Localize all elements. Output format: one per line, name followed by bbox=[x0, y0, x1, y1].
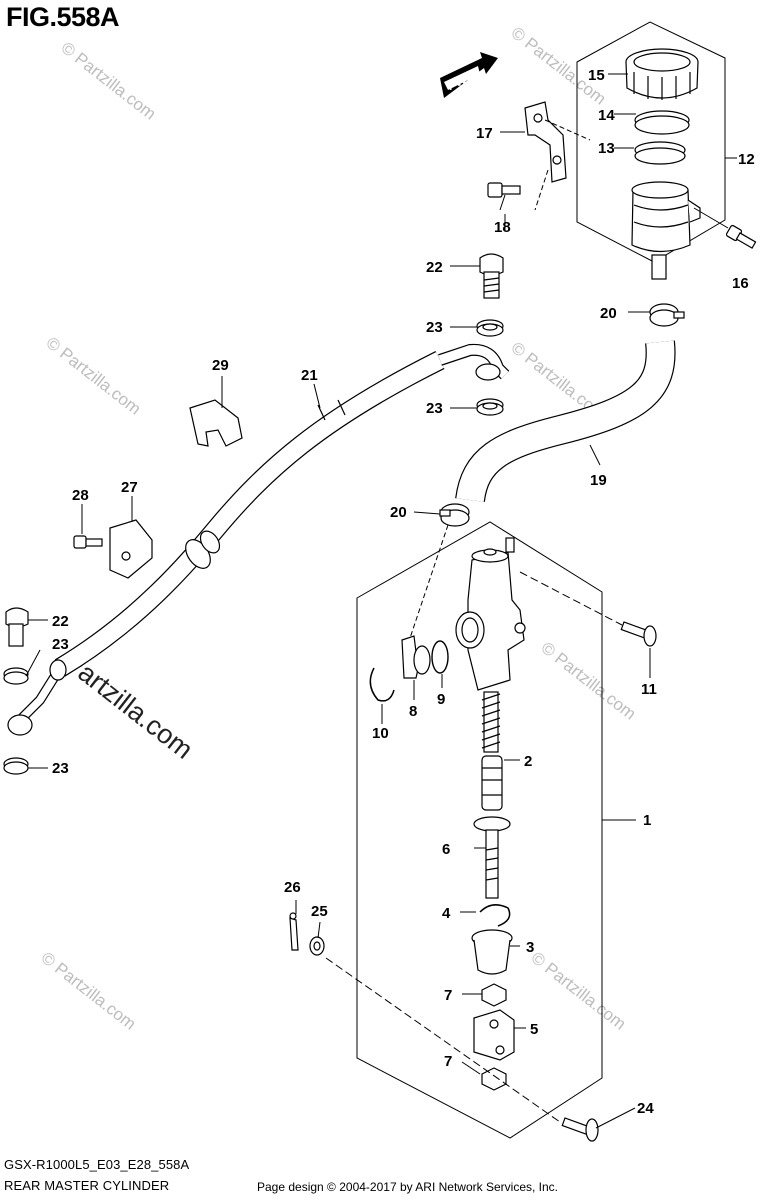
washer-23-left-bottom bbox=[3, 757, 29, 775]
callout-8: 8 bbox=[409, 703, 417, 720]
clamp-20-top bbox=[649, 303, 685, 327]
clamp-20-bottom bbox=[439, 503, 470, 527]
watermark: © Partzilla.com bbox=[538, 638, 640, 724]
watermark: © Partzilla.com bbox=[508, 23, 610, 109]
callout-1: 1 bbox=[643, 812, 651, 829]
circlip-10 bbox=[369, 667, 395, 702]
union-bolt-22-bottom bbox=[5, 607, 29, 647]
copyright-text: Page design © 2004-2017 by ARI Network S… bbox=[257, 1180, 559, 1194]
callout-14: 14 bbox=[598, 107, 615, 124]
callout-29: 29 bbox=[212, 357, 229, 374]
spring bbox=[481, 691, 501, 753]
pin-24 bbox=[561, 1117, 599, 1142]
callout-23-bottom: 23 bbox=[52, 760, 69, 777]
watermark: © Partzilla.com bbox=[58, 38, 160, 124]
clamp-27 bbox=[109, 519, 153, 579]
push-rod-6 bbox=[473, 816, 511, 899]
washer-25 bbox=[309, 936, 325, 956]
bolt-18 bbox=[487, 182, 521, 198]
callout-10: 10 bbox=[372, 725, 389, 742]
callout-17: 17 bbox=[476, 125, 493, 142]
figure-title: FIG.558A bbox=[6, 2, 120, 32]
callout-20-bottom: 20 bbox=[390, 504, 407, 521]
figure-name: REAR MASTER CYLINDER bbox=[4, 1178, 170, 1193]
cotter-pin-26 bbox=[289, 912, 299, 951]
callout-9: 9 bbox=[437, 691, 445, 708]
callout-26: 26 bbox=[284, 879, 301, 896]
circlip-4 bbox=[479, 904, 511, 927]
washer-23-mid bbox=[476, 398, 504, 416]
callout-18: 18 bbox=[494, 219, 511, 236]
callout-3: 3 bbox=[526, 939, 534, 956]
washer-23-top bbox=[476, 319, 504, 337]
callout-23-left: 23 bbox=[52, 636, 69, 653]
clamp-29 bbox=[189, 399, 243, 447]
callout-6: 6 bbox=[442, 841, 450, 858]
callout-21: 21 bbox=[301, 367, 318, 384]
callout-12: 12 bbox=[738, 151, 755, 168]
callout-19: 19 bbox=[590, 472, 607, 489]
callout-27: 27 bbox=[121, 479, 138, 496]
callout-23-top: 23 bbox=[426, 319, 443, 336]
callout-28: 28 bbox=[72, 487, 89, 504]
o-ring-9 bbox=[431, 640, 449, 674]
reservoir-group-box bbox=[576, 21, 726, 263]
clevis-5 bbox=[473, 1009, 515, 1061]
bracket-17 bbox=[524, 101, 567, 183]
callout-4: 4 bbox=[442, 905, 451, 922]
callout-25: 25 bbox=[311, 903, 328, 920]
nut-7-lower bbox=[481, 1067, 507, 1091]
figure-code: GSX-R1000L5_E03_E28_558A bbox=[4, 1157, 190, 1172]
plate-14 bbox=[634, 110, 690, 135]
bolt-28 bbox=[73, 535, 103, 549]
cylinder-body bbox=[455, 537, 526, 691]
watermark: © Partzilla.com bbox=[528, 948, 630, 1034]
reservoir-hose-19 bbox=[455, 340, 676, 503]
callout-15: 15 bbox=[588, 67, 605, 84]
reservoir-cap-15 bbox=[625, 48, 699, 100]
nut-7-upper bbox=[481, 983, 507, 1007]
union-bolt-22-top bbox=[479, 253, 504, 299]
brake-hose-21 bbox=[7, 343, 510, 736]
screw-11 bbox=[620, 621, 657, 647]
master-cylinder-group-box bbox=[356, 521, 603, 1139]
screw-16 bbox=[725, 224, 757, 249]
callout-20-top: 20 bbox=[600, 305, 617, 322]
leader-lines bbox=[25, 73, 737, 1129]
diaphragm-13 bbox=[634, 141, 686, 165]
callout-labels: 15 14 13 12 17 18 16 22 23 23 20 19 20 2… bbox=[52, 67, 755, 1117]
washer-23-left-top bbox=[3, 667, 29, 685]
callout-5: 5 bbox=[530, 1021, 538, 1038]
watermark: © Partzilla.com bbox=[38, 948, 140, 1034]
fwd-arrow-badge: FWD bbox=[440, 52, 498, 98]
callout-22-bottom: 22 bbox=[52, 613, 69, 630]
callout-7-upper: 7 bbox=[444, 987, 452, 1004]
callout-22-top: 22 bbox=[426, 259, 443, 276]
boot-3 bbox=[471, 929, 513, 975]
callout-13: 13 bbox=[598, 140, 615, 157]
reservoir-tank bbox=[631, 181, 701, 280]
piston-2 bbox=[481, 755, 503, 811]
hose-connector-8 bbox=[401, 635, 431, 679]
callout-23-mid: 23 bbox=[426, 400, 443, 417]
watermark: © Partzilla.com bbox=[43, 333, 145, 419]
fwd-label: FWD bbox=[444, 67, 477, 93]
callout-24: 24 bbox=[637, 1100, 654, 1117]
callout-16: 16 bbox=[732, 275, 749, 292]
callout-7-lower: 7 bbox=[444, 1053, 452, 1070]
callout-2: 2 bbox=[524, 753, 532, 770]
callout-11: 11 bbox=[641, 681, 657, 698]
